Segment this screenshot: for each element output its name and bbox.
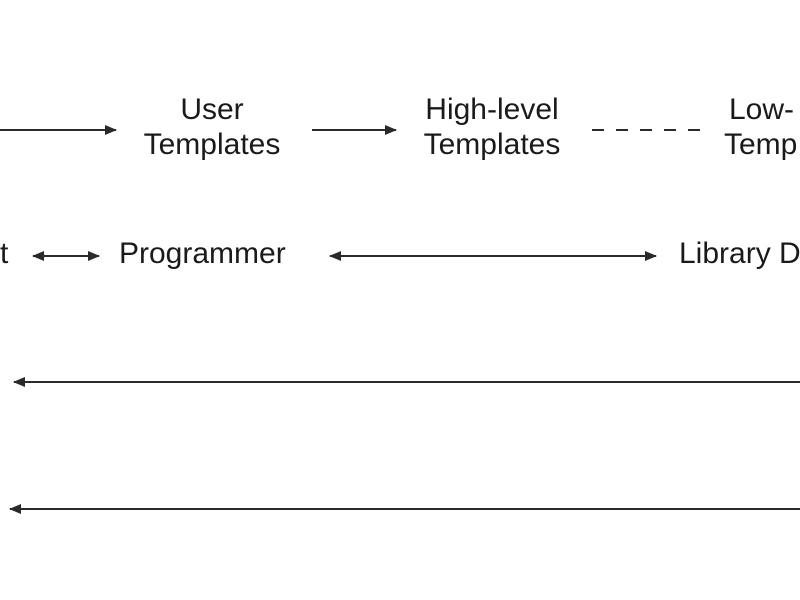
node-left-partial-label: t <box>0 237 9 270</box>
node-programmer: Programmer <box>119 236 286 271</box>
node-high-level-templates: High-level Templates <box>402 92 582 162</box>
node-left-partial: t <box>0 236 12 271</box>
node-library-developer: Library D <box>679 236 800 271</box>
node-high-level-templates-line2: Templates <box>423 128 561 161</box>
node-low-level-templates-line2: Temp <box>724 128 798 161</box>
node-low-level-templates-line1: Low- <box>729 93 795 126</box>
node-library-developer-label: Library D <box>679 237 800 270</box>
node-programmer-label: Programmer <box>119 237 286 270</box>
node-user-templates: User Templates <box>122 92 302 162</box>
node-user-templates-line2: Templates <box>143 128 281 161</box>
node-low-level-templates: Low- Temp <box>724 92 800 162</box>
node-high-level-templates-line1: High-level <box>425 93 559 126</box>
node-user-templates-line1: User <box>180 93 244 126</box>
